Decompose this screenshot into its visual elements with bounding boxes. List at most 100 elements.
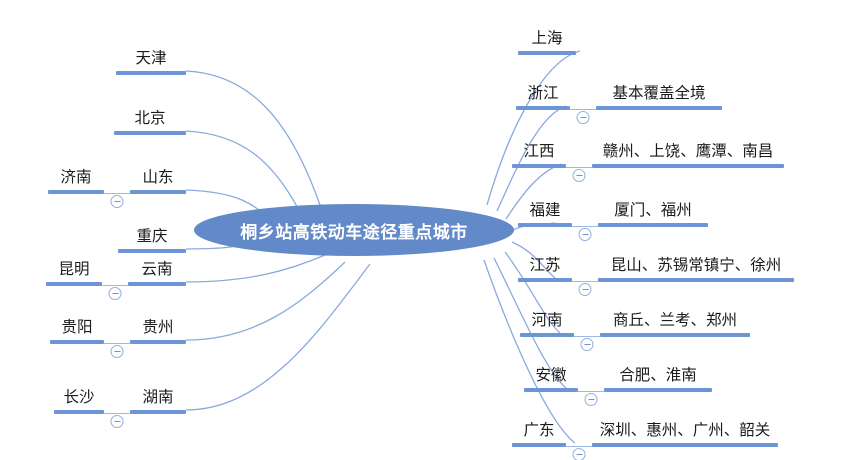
connector-link — [104, 342, 130, 344]
node-label: 重庆 — [136, 228, 168, 245]
child-label-group[interactable]: 基本覆盖全境 — [596, 84, 722, 110]
center-node[interactable]: 桐乡站高铁动车途径重点城市 — [194, 204, 514, 256]
child-underline — [592, 164, 784, 168]
child-underline — [598, 278, 794, 282]
node-underline — [130, 340, 186, 344]
connector-link — [102, 284, 128, 286]
minus-circle-icon[interactable] — [578, 283, 592, 296]
branch-right-4[interactable]: 江苏 昆山、苏锡常镇宁、徐州 — [518, 256, 794, 296]
node-label: 云南 — [141, 261, 173, 278]
child-label: 基本覆盖全境 — [612, 85, 706, 102]
node-label-group[interactable]: 天津 — [116, 49, 186, 75]
child-label: 贵阳 — [61, 319, 93, 336]
minus-circle-icon[interactable] — [110, 345, 124, 358]
minus-circle-icon[interactable] — [578, 228, 592, 241]
minus-circle-icon[interactable] — [110, 415, 124, 428]
child-label: 济南 — [60, 169, 92, 186]
node-label: 河南 — [531, 312, 563, 329]
node-label: 湖南 — [142, 389, 174, 406]
child-label: 厦门、福州 — [614, 202, 692, 219]
node-underline — [512, 443, 566, 447]
branch-right-1[interactable]: 浙江 基本覆盖全境 — [516, 84, 722, 124]
child-label-group[interactable]: 济南 — [48, 168, 104, 194]
node-label-group[interactable]: 云南 — [128, 260, 186, 286]
branch-left-0[interactable]: 天津 — [36, 49, 186, 83]
node-label: 广东 — [523, 422, 555, 439]
minus-circle-icon[interactable] — [108, 287, 122, 300]
node-underline — [516, 106, 570, 110]
child-underline — [600, 333, 750, 337]
branch-right-6[interactable]: 安徽 合肥、淮南 — [524, 366, 712, 406]
child-label-group[interactable]: 厦门、福州 — [598, 201, 708, 227]
minus-circle-icon[interactable] — [110, 195, 124, 208]
child-label-group[interactable]: 商丘、兰考、郑州 — [600, 311, 750, 337]
connector-link — [572, 225, 598, 227]
child-label-group[interactable]: 合肥、淮南 — [604, 366, 712, 392]
node-underline — [130, 410, 186, 414]
child-label-group[interactable]: 昆山、苏锡常镇宁、徐州 — [598, 256, 794, 282]
connector-link — [574, 335, 600, 337]
center-node-label: 桐乡站高铁动车途径重点城市 — [240, 222, 468, 242]
node-label: 北京 — [134, 110, 166, 127]
node-label-group[interactable]: 河南 — [520, 311, 574, 337]
node-label-group[interactable]: 浙江 — [516, 84, 570, 110]
branch-right-2[interactable]: 江西 赣州、上饶、鹰潭、南昌 — [512, 142, 784, 182]
child-label: 合肥、淮南 — [619, 367, 697, 384]
child-label-group[interactable]: 深圳、惠州、广州、韶关 — [592, 421, 778, 447]
branch-right-7[interactable]: 广东 深圳、惠州、广州、韶关 — [512, 421, 778, 460]
node-label-group[interactable]: 江苏 — [518, 256, 572, 282]
minus-circle-icon[interactable] — [584, 393, 598, 406]
node-label: 浙江 — [527, 85, 559, 102]
branch-right-3[interactable]: 福建 厦门、福州 — [518, 201, 708, 241]
child-underline — [596, 106, 722, 110]
branch-left-4[interactable]: 昆明 云南 — [18, 260, 186, 300]
branch-left-1[interactable]: 北京 — [30, 109, 186, 143]
node-label-group[interactable]: 湖南 — [130, 388, 186, 414]
node-label: 贵州 — [142, 319, 174, 336]
node-label: 天津 — [135, 50, 167, 67]
minus-circle-icon[interactable] — [580, 338, 594, 351]
connector-link — [104, 412, 130, 414]
connector-link — [578, 390, 604, 392]
minus-circle-icon[interactable] — [572, 448, 586, 460]
node-label-group[interactable]: 安徽 — [524, 366, 578, 392]
branch-left-6[interactable]: 长沙 湖南 — [44, 388, 186, 428]
node-underline — [524, 388, 578, 392]
child-label-group[interactable]: 贵阳 — [50, 318, 104, 344]
connector-link — [572, 280, 598, 282]
node-label-group[interactable]: 广东 — [512, 421, 566, 447]
child-label-group[interactable]: 昆明 — [46, 260, 102, 286]
connector-link — [566, 445, 592, 447]
branch-right-5[interactable]: 河南 商丘、兰考、郑州 — [520, 311, 750, 351]
child-label-group[interactable]: 长沙 — [54, 388, 104, 414]
branch-left-2[interactable]: 济南 山东 — [18, 168, 186, 208]
node-underline — [518, 223, 572, 227]
connector-link — [570, 108, 596, 110]
minus-circle-icon[interactable] — [572, 169, 586, 182]
branch-left-3[interactable]: 重庆 — [60, 227, 186, 261]
node-label-group[interactable]: 上海 — [518, 29, 576, 55]
child-underline — [46, 282, 102, 286]
node-underline — [518, 278, 572, 282]
node-label-group[interactable]: 江西 — [512, 142, 566, 168]
node-label-group[interactable]: 北京 — [114, 109, 186, 135]
node-underline — [114, 131, 186, 135]
child-label: 商丘、兰考、郑州 — [612, 312, 737, 329]
child-underline — [592, 443, 778, 447]
child-label: 昆山、苏锡常镇宁、徐州 — [610, 257, 782, 274]
node-label-group[interactable]: 重庆 — [118, 227, 186, 253]
node-label: 江苏 — [529, 257, 561, 274]
minus-circle-icon[interactable] — [576, 111, 590, 124]
branch-left-5[interactable]: 贵阳 贵州 — [30, 318, 186, 358]
child-underline — [598, 223, 708, 227]
node-label: 山东 — [142, 169, 174, 186]
node-underline — [518, 51, 576, 55]
node-label-group[interactable]: 山东 — [130, 168, 186, 194]
node-label-group[interactable]: 贵州 — [130, 318, 186, 344]
branch-right-0[interactable]: 上海 — [518, 29, 576, 63]
child-label: 深圳、惠州、广州、韶关 — [599, 422, 771, 439]
node-label: 江西 — [523, 143, 555, 160]
node-underline — [116, 71, 186, 75]
child-label-group[interactable]: 赣州、上饶、鹰潭、南昌 — [592, 142, 784, 168]
node-label-group[interactable]: 福建 — [518, 201, 572, 227]
